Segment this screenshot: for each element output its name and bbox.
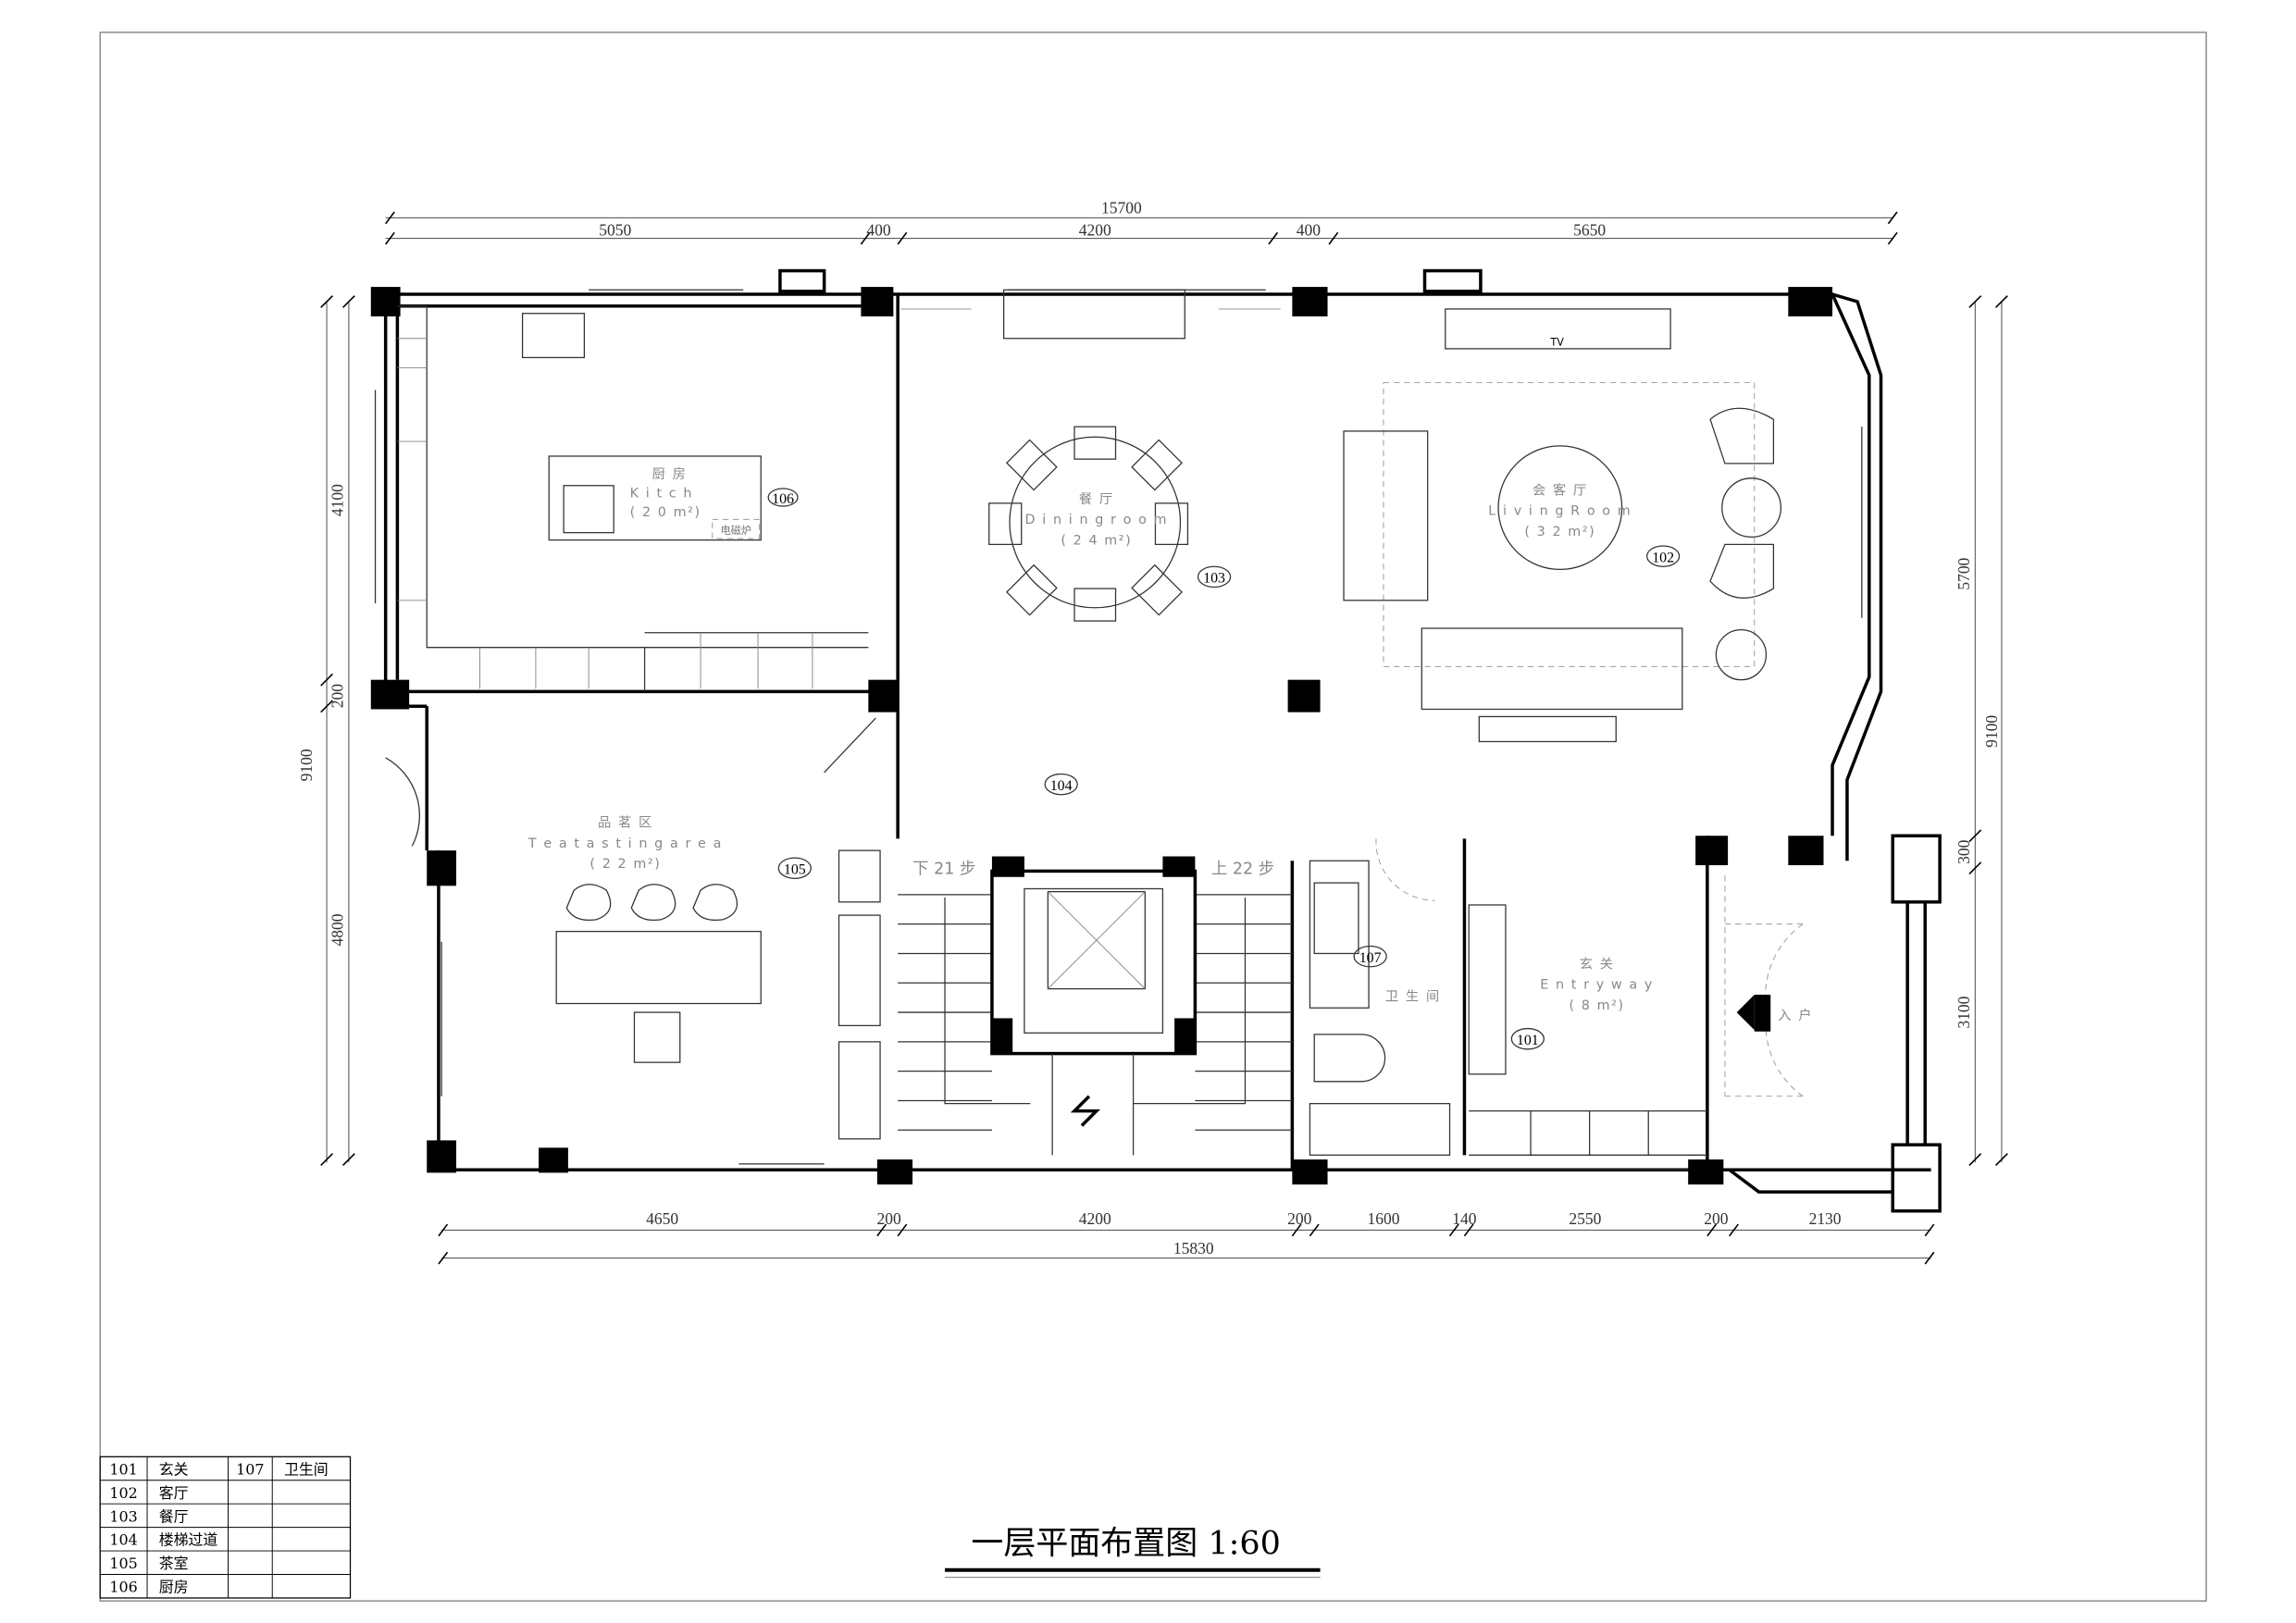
appliance-label: 电磁炉 — [720, 525, 751, 537]
legend-room-number: 106 — [109, 1579, 137, 1596]
room-name-en: L i v i n g R o o m — [1488, 504, 1632, 519]
stair-down-label: 下 21 步 — [912, 861, 975, 879]
legend-room-name: 餐厅 — [159, 1507, 189, 1525]
dim-top: 5650 — [1573, 220, 1606, 239]
room-name-cn: 会 客 厅 — [1533, 482, 1588, 498]
entrance-label: 入 户 — [1778, 1008, 1813, 1023]
dim-right: 3100 — [1955, 996, 1973, 1028]
room-name-cn: 餐 厅 — [1079, 491, 1114, 507]
room-name-en: K i t c h — [630, 486, 693, 501]
room-name-cn: 卫 生 间 — [1385, 988, 1441, 1004]
legend-room-name: 楼梯过道 — [159, 1531, 218, 1549]
dining-table — [900, 289, 1281, 622]
walls — [374, 268, 1942, 1213]
room-tag: 107 — [1359, 950, 1382, 966]
room-tea: 品 茗 区 T e a t a s t i n g a r e a ( 2 2 … — [527, 815, 812, 879]
room-tag-bubble — [1353, 945, 1387, 968]
dim-top: 400 — [866, 220, 890, 239]
dim-bottom: 2130 — [1809, 1209, 1842, 1228]
room-area: ( 3 2 m²) — [1524, 525, 1595, 539]
legend-room-number: 104 — [109, 1531, 137, 1549]
dim-left: 4800 — [329, 913, 347, 946]
room-tag-bubble — [767, 488, 799, 507]
dim-bottom: 200 — [876, 1209, 900, 1228]
dim-bottom-total: 15830 — [1173, 1239, 1214, 1258]
room-tag: 102 — [1652, 550, 1674, 565]
room-corridor: 104 下 21 步 上 22 步 — [912, 773, 1274, 879]
dim-top: 5050 — [599, 220, 631, 239]
room-area: ( 2 2 m²) — [590, 857, 661, 872]
room-tag: 103 — [1203, 571, 1225, 587]
room-bathroom: 卫 生 间 107 — [1353, 945, 1441, 1004]
legend-room-name: 卫生间 — [284, 1460, 329, 1478]
room-legend-table: 101 玄关 107 卫生间 102 客厅 103 餐厅 104 楼梯过道 105 茶室 106 厨房 — [99, 1456, 352, 1599]
room-tag-bubble — [1044, 773, 1078, 796]
drawing-title: 一层平面布置图 1:60 — [971, 1525, 1280, 1562]
dim-right: 5700 — [1955, 557, 1973, 589]
dim-left: 4100 — [329, 484, 347, 516]
room-tag-bubble — [1510, 1027, 1545, 1050]
legend-room-name: 茶室 — [159, 1555, 189, 1572]
dim-bottom: 140 — [1452, 1209, 1476, 1228]
room-tag-bubble — [1646, 545, 1681, 567]
dim-top: 4200 — [1079, 220, 1111, 239]
dim-bottom: 200 — [1704, 1209, 1728, 1228]
dim-bottom: 4650 — [646, 1209, 678, 1228]
room-tag-bubble — [1197, 565, 1232, 588]
room-entry: 玄 关 E n t r y w a y ( 8 m²) 101 入 户 — [1510, 956, 1813, 1050]
legend-room-name: 厨房 — [159, 1579, 189, 1596]
room-name-en: E n t r y w a y — [1540, 978, 1654, 993]
living-furniture — [1343, 308, 1782, 743]
legend-room-number: 102 — [109, 1484, 137, 1502]
room-tag: 105 — [784, 862, 806, 878]
room-tag: 104 — [1050, 778, 1073, 794]
structural-columns — [370, 287, 1833, 1185]
room-name-cn: 厨 房 — [652, 466, 688, 482]
dim-right: 300 — [1955, 839, 1973, 863]
room-dining: 餐 厅 D i n i n g r o o m ( 2 4 m²) 103 — [1025, 491, 1232, 588]
legend-room-number: 105 — [109, 1555, 137, 1572]
dim-bottom: 4200 — [1079, 1209, 1111, 1228]
tea-room-furniture — [385, 717, 881, 1140]
dim-top: 400 — [1297, 220, 1321, 239]
bathroom-entry-fixtures — [1309, 838, 1804, 1156]
staircase — [898, 869, 1293, 1156]
legend-room-name: 玄关 — [159, 1460, 189, 1478]
dim-top-total: 15700 — [1101, 199, 1142, 217]
room-tag: 106 — [772, 491, 794, 507]
dimension-labels: 15700 5050 400 4200 400 5650 4650 200 42… — [297, 199, 2001, 1258]
dim-bottom: 1600 — [1367, 1209, 1399, 1228]
kitchen-furniture — [397, 305, 869, 692]
room-name-cn: 玄 关 — [1580, 956, 1615, 972]
sheet-frame — [99, 31, 2207, 1602]
room-area: ( 2 0 m²) — [630, 505, 701, 520]
room-name-cn: 品 茗 区 — [598, 815, 653, 831]
room-area: ( 8 m²) — [1569, 998, 1624, 1013]
legend-room-name: 客厅 — [159, 1484, 189, 1502]
room-name-en: T e a t a s t i n g a r e a — [527, 836, 723, 851]
legend-room-number: 103 — [109, 1507, 137, 1525]
dim-left: 200 — [329, 684, 347, 708]
room-area: ( 2 4 m²) — [1061, 533, 1132, 548]
room-tag: 101 — [1517, 1033, 1539, 1048]
room-kitchen: 厨 房 K i t c h ( 2 0 m²) 电磁炉 106 — [630, 466, 799, 537]
room-tag-bubble — [777, 857, 812, 879]
room-name-en: D i n i n g r o o m — [1025, 513, 1169, 527]
dim-left-total: 9100 — [297, 749, 316, 781]
dim-bottom: 200 — [1287, 1209, 1311, 1228]
dimension-lines — [320, 211, 2008, 1265]
stair-up-label: 上 22 步 — [1211, 861, 1274, 879]
tv-label: TV — [1549, 337, 1564, 349]
legend-room-number: 101 — [109, 1460, 137, 1478]
legend-room-number: 107 — [236, 1460, 264, 1478]
room-living: 会 客 厅 L i v i n g R o o m ( 3 2 m²) TV 1… — [1488, 337, 1681, 567]
dim-bottom: 2550 — [1569, 1209, 1601, 1228]
dim-right-total: 9100 — [1982, 715, 2001, 748]
